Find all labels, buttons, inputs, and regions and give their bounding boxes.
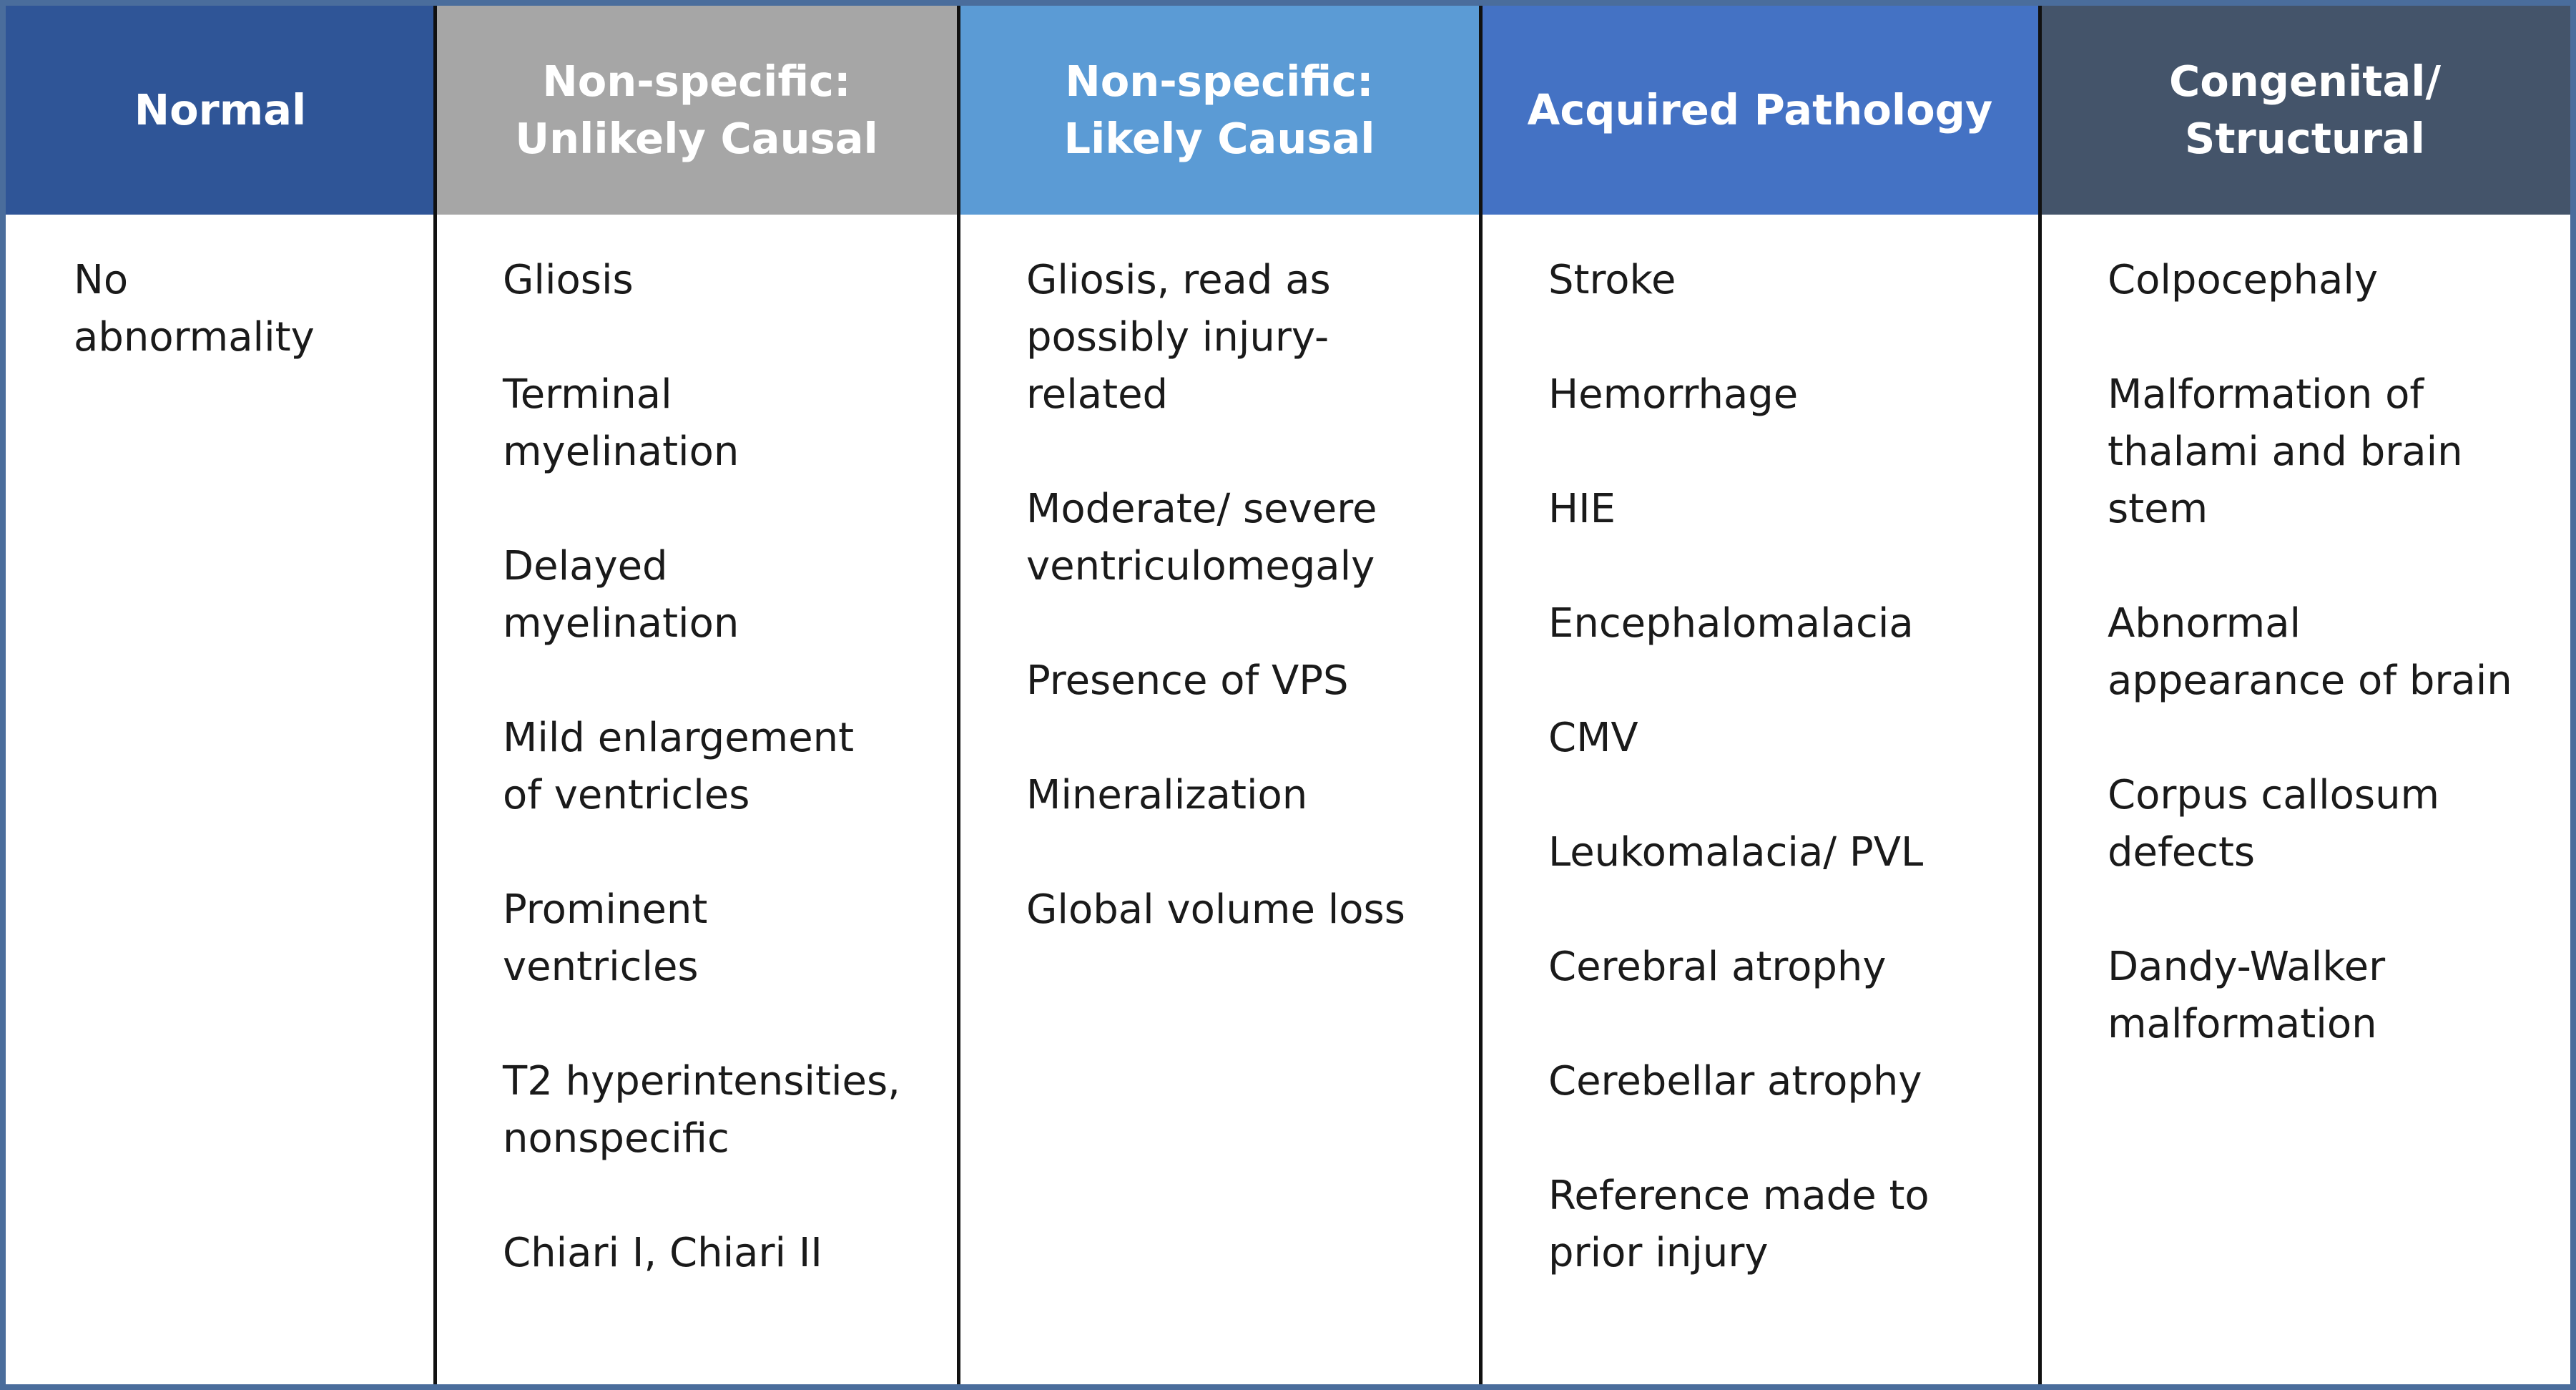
header-unlikely-causal: Non-specific: Unlikely Causal bbox=[435, 6, 958, 215]
header-congenital-structural-label: Congenital/ Structural bbox=[2168, 57, 2442, 163]
list-item: Colpocephaly bbox=[2108, 257, 2379, 303]
list-item: Cerebral atrophy bbox=[1548, 944, 1887, 990]
list-item: T2 hyperintensities, nonspecific bbox=[503, 1058, 900, 1162]
header-unlikely-causal-label: Non-specific: Unlikely Causal bbox=[515, 57, 878, 163]
column-divider bbox=[433, 6, 437, 1384]
list-item: Stroke bbox=[1548, 257, 1676, 303]
column-divider bbox=[957, 6, 960, 1384]
list-item: Corpus callosum defects bbox=[2108, 772, 2440, 876]
list-item: Presence of VPS bbox=[1026, 657, 1349, 704]
list-item: HIE bbox=[1548, 486, 1616, 532]
header-likely-causal-label: Non-specific: Likely Causal bbox=[1063, 57, 1375, 163]
list-item: Gliosis bbox=[503, 257, 634, 303]
list-item: Malformation of thalami and brain stem bbox=[2108, 371, 2463, 532]
list-item: Terminal myelination bbox=[503, 371, 739, 475]
header-congenital-structural: Congenital/ Structural bbox=[2040, 6, 2570, 215]
column-unlikely-causal: Gliosis Terminal myelination Delayed mye… bbox=[435, 215, 958, 1384]
header-acquired-pathology-label: Acquired Pathology bbox=[1527, 85, 1993, 134]
list-item: Mild enlargement of ventricles bbox=[503, 715, 855, 818]
column-congenital-structural: Colpocephaly Malformation of thalami and… bbox=[2040, 215, 2570, 1384]
list-item: Prominent ventricles bbox=[503, 886, 708, 990]
body-row: No abnormality Gliosis Terminal myelinat… bbox=[6, 215, 2570, 1384]
list-item: Mineralization bbox=[1026, 772, 1308, 818]
list-item: CMV bbox=[1548, 715, 1638, 761]
list-item: Leukomalacia/ PVL bbox=[1548, 829, 1924, 876]
list-item: Abnormal appearance of brain bbox=[2108, 600, 2512, 704]
list-item: Hemorrhage bbox=[1548, 371, 1799, 418]
header-likely-causal: Non-specific: Likely Causal bbox=[958, 6, 1480, 215]
list-item: No abnormality bbox=[74, 257, 315, 361]
list-item: Global volume loss bbox=[1026, 886, 1405, 933]
list-item: Cerebellar atrophy bbox=[1548, 1058, 1922, 1105]
list-item: Encephalomalacia bbox=[1548, 600, 1914, 647]
header-normal: Normal bbox=[6, 6, 435, 215]
header-normal-label: Normal bbox=[134, 85, 307, 134]
column-divider bbox=[1479, 6, 1483, 1384]
column-acquired-pathology: Stroke Hemorrhage HIE Encephalomalacia C… bbox=[1480, 215, 2040, 1384]
column-normal: No abnormality bbox=[6, 215, 435, 1384]
list-item: Chiari I, Chiari II bbox=[503, 1230, 822, 1276]
list-item: Dandy-Walker malformation bbox=[2108, 944, 2386, 1047]
list-item: Moderate/ severe ventriculomegaly bbox=[1026, 486, 1377, 589]
mri-findings-table: Normal Non-specific: Unlikely Causal Non… bbox=[6, 6, 2570, 1384]
header-acquired-pathology: Acquired Pathology bbox=[1480, 6, 2040, 215]
list-item: Reference made to prior injury bbox=[1548, 1173, 1929, 1276]
list-item: Delayed myelination bbox=[503, 543, 739, 647]
header-row: Normal Non-specific: Unlikely Causal Non… bbox=[6, 6, 2570, 215]
list-item: Gliosis, read as possibly injury- relate… bbox=[1026, 257, 1331, 418]
column-likely-causal: Gliosis, read as possibly injury- relate… bbox=[958, 215, 1480, 1384]
column-divider bbox=[2038, 6, 2042, 1384]
